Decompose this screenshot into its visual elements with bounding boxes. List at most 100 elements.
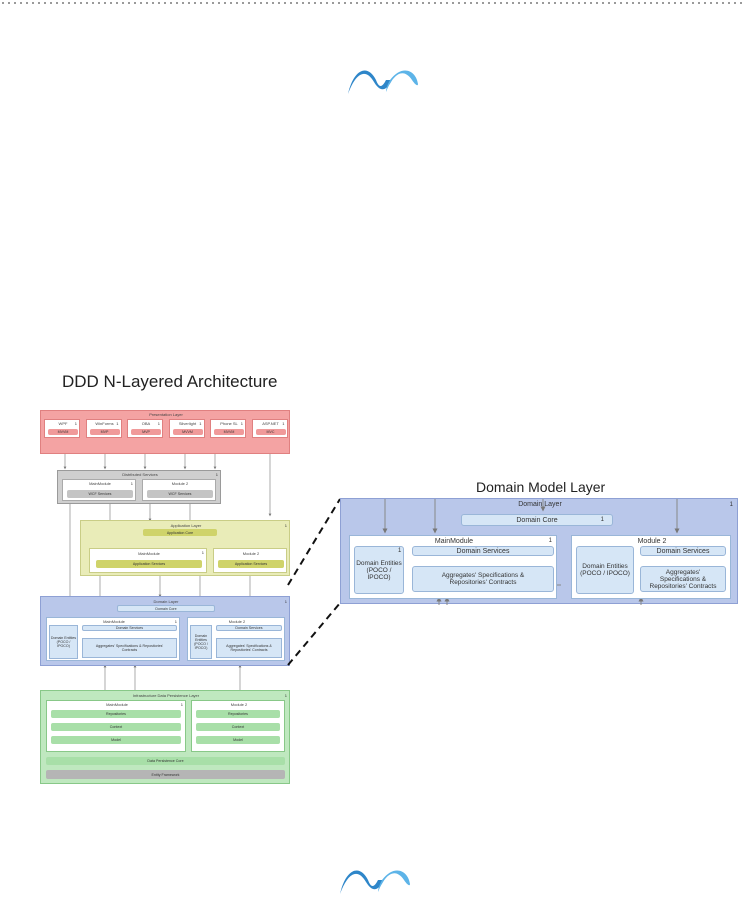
module-marker: 1	[201, 550, 204, 555]
distributed-services-title: Distributed Services	[122, 472, 158, 477]
dm-main-aggregates: Aggregates' Specifications & Repositorie…	[412, 566, 554, 592]
app-main-module-title: MainModule	[138, 551, 160, 556]
dm-domain-core: Domain Core 1	[461, 514, 613, 526]
distributed-services-layer: Distributed Services 1 MainModule 1 WCF …	[57, 470, 221, 504]
layer-marker: 1	[729, 502, 733, 508]
application-core: Application Core	[143, 529, 217, 536]
infra-m2-repositories: Repositories	[196, 710, 280, 718]
presentation-pattern: MVP	[131, 429, 161, 435]
core-marker: 1	[600, 517, 604, 523]
infra-main-module-title: MainModule	[106, 702, 128, 707]
presentation-layer: Presentation Layer	[40, 410, 290, 454]
module-marker: 1	[74, 421, 77, 426]
layer-marker: 1	[284, 599, 287, 604]
presentation-module-name: WPF	[58, 421, 68, 426]
domain-core: Domain Core	[117, 605, 215, 612]
dl-m2-module: Module 2 Domain Entities (POCO / IPOCO) Do…	[187, 617, 285, 661]
dotnet-logo-icon	[348, 70, 418, 94]
ds-module2-service: WCF Services	[147, 490, 213, 498]
dm-main-entities: Domain Entities (POCO / IPOCO)	[354, 546, 404, 594]
presentation-module-name: ASP.NET	[262, 421, 279, 426]
dm-m2-entities: Domain Entities (POCO / IPOCO)	[576, 546, 634, 594]
domain-model-layer: Domain Layer 1 Domain Core 1 MainModule …	[340, 498, 738, 605]
dm-main-module-title: MainModule	[434, 538, 474, 545]
dotted-header-line	[2, 2, 742, 4]
module-marker: 1	[174, 619, 177, 624]
entity-framework: Entity Framework	[46, 770, 285, 779]
application-layer-title: Application Layer	[170, 523, 202, 528]
module-marker: 1	[130, 481, 133, 486]
data-persistence-core: Data Persistence Core	[46, 757, 285, 765]
layer-marker: 1	[284, 523, 287, 528]
dm-module2: Module 2 Domain Entities (POCO / IPOCO) …	[571, 535, 731, 599]
module-marker: 1	[240, 421, 243, 426]
infra-module2-title: Module 2	[230, 702, 248, 707]
presentation-pattern: MVVM	[214, 429, 244, 435]
app-module2-title: Module 2	[242, 551, 260, 556]
dm-m2-services: Domain Services	[640, 546, 726, 556]
presentation-pattern: MVC	[255, 429, 286, 435]
module-marker: 1	[116, 421, 119, 426]
infra-module2: Module 2 Repositories Context Model	[191, 700, 285, 752]
dl-m2-aggregates: Aggregates' Specifications & Repositorie…	[216, 638, 282, 658]
module-marker: 1	[199, 421, 202, 426]
presentation-module-name: WinForms	[95, 421, 114, 426]
presentation-module-name: Silverlight	[178, 421, 197, 426]
dl-m2-services: Domain Services	[216, 625, 282, 631]
dm-domain-core-label: Domain Core	[516, 516, 558, 524]
infra-main-context: Context	[51, 723, 181, 731]
dm-module2-title: Module 2	[637, 538, 667, 545]
infra-m2-model: Model	[196, 736, 280, 744]
presentation-pattern: MVVM	[172, 429, 203, 435]
layer-marker: 1	[215, 472, 218, 477]
app-main-service: Application Services	[96, 560, 202, 568]
infrastructure-layer: Infrastructure Data Persistence Layer 1 …	[40, 690, 290, 784]
infra-m2-context: Context	[196, 723, 280, 731]
presentation-module-name: Phone SL	[220, 421, 238, 426]
presentation-pattern: MVP	[89, 429, 120, 435]
app-main-module: MainModule 1 Application Services	[89, 548, 207, 573]
dotnet-logo-icon	[340, 870, 410, 894]
dm-main-module: MainModule 1 Domain Entities (POCO / IPO…	[349, 535, 557, 599]
presentation-module-name: OBA	[141, 421, 151, 426]
module-marker: 1	[180, 702, 183, 707]
dm-m2-aggregates: Aggregates' Specifications & Repositorie…	[640, 566, 726, 592]
module-marker: 1	[548, 538, 552, 544]
module-marker: 1	[282, 421, 285, 426]
presentation-pattern: MVVM	[48, 429, 78, 435]
domain-model-title: Domain Model Layer	[476, 479, 606, 495]
presentation-layer-title: Presentation Layer	[149, 412, 183, 417]
dl-m2-entities: Domain Entities (POCO / IPOCO)	[190, 625, 212, 659]
zoom-connector-lines	[287, 498, 341, 666]
app-module2: Module 2 Application Services	[213, 548, 287, 573]
ds-module2-title: Module 2	[171, 481, 189, 486]
entities-marker: 1	[398, 548, 402, 554]
infrastructure-layer-title: Infrastructure Data Persistence Layer	[132, 693, 200, 698]
layer-marker: 1	[284, 693, 287, 698]
page-title: DDD N-Layered Architecture	[62, 372, 278, 391]
application-layer: Application Layer 1 Application Core Mai…	[80, 520, 290, 576]
infra-main-repositories: Repositories	[51, 710, 181, 718]
infra-main-model: Model	[51, 736, 181, 744]
dm-layer-title: Domain Layer	[518, 501, 562, 508]
ds-module2: Module 2 WCF Services	[142, 479, 216, 501]
domain-layer-title: Domain Layer	[153, 599, 179, 604]
infra-main-module: MainModule 1 Repositories Context Model	[46, 700, 186, 752]
dl-m2-module-title: Module 2	[228, 619, 246, 624]
ds-main-module-title: MainModule	[89, 481, 111, 486]
ds-main-module: MainModule 1 WCF Services	[62, 479, 136, 501]
dl-main-entities: Domain Entities (POCO / IPOCO)	[49, 625, 78, 659]
app-module2-service: Application Services	[218, 560, 284, 568]
module-marker: 1	[157, 421, 160, 426]
dl-main-services: Domain Services	[82, 625, 177, 631]
dm-main-services: Domain Services	[412, 546, 554, 556]
dl-main-aggregates: Aggregates' Specifications & Repositorie…	[82, 638, 177, 658]
